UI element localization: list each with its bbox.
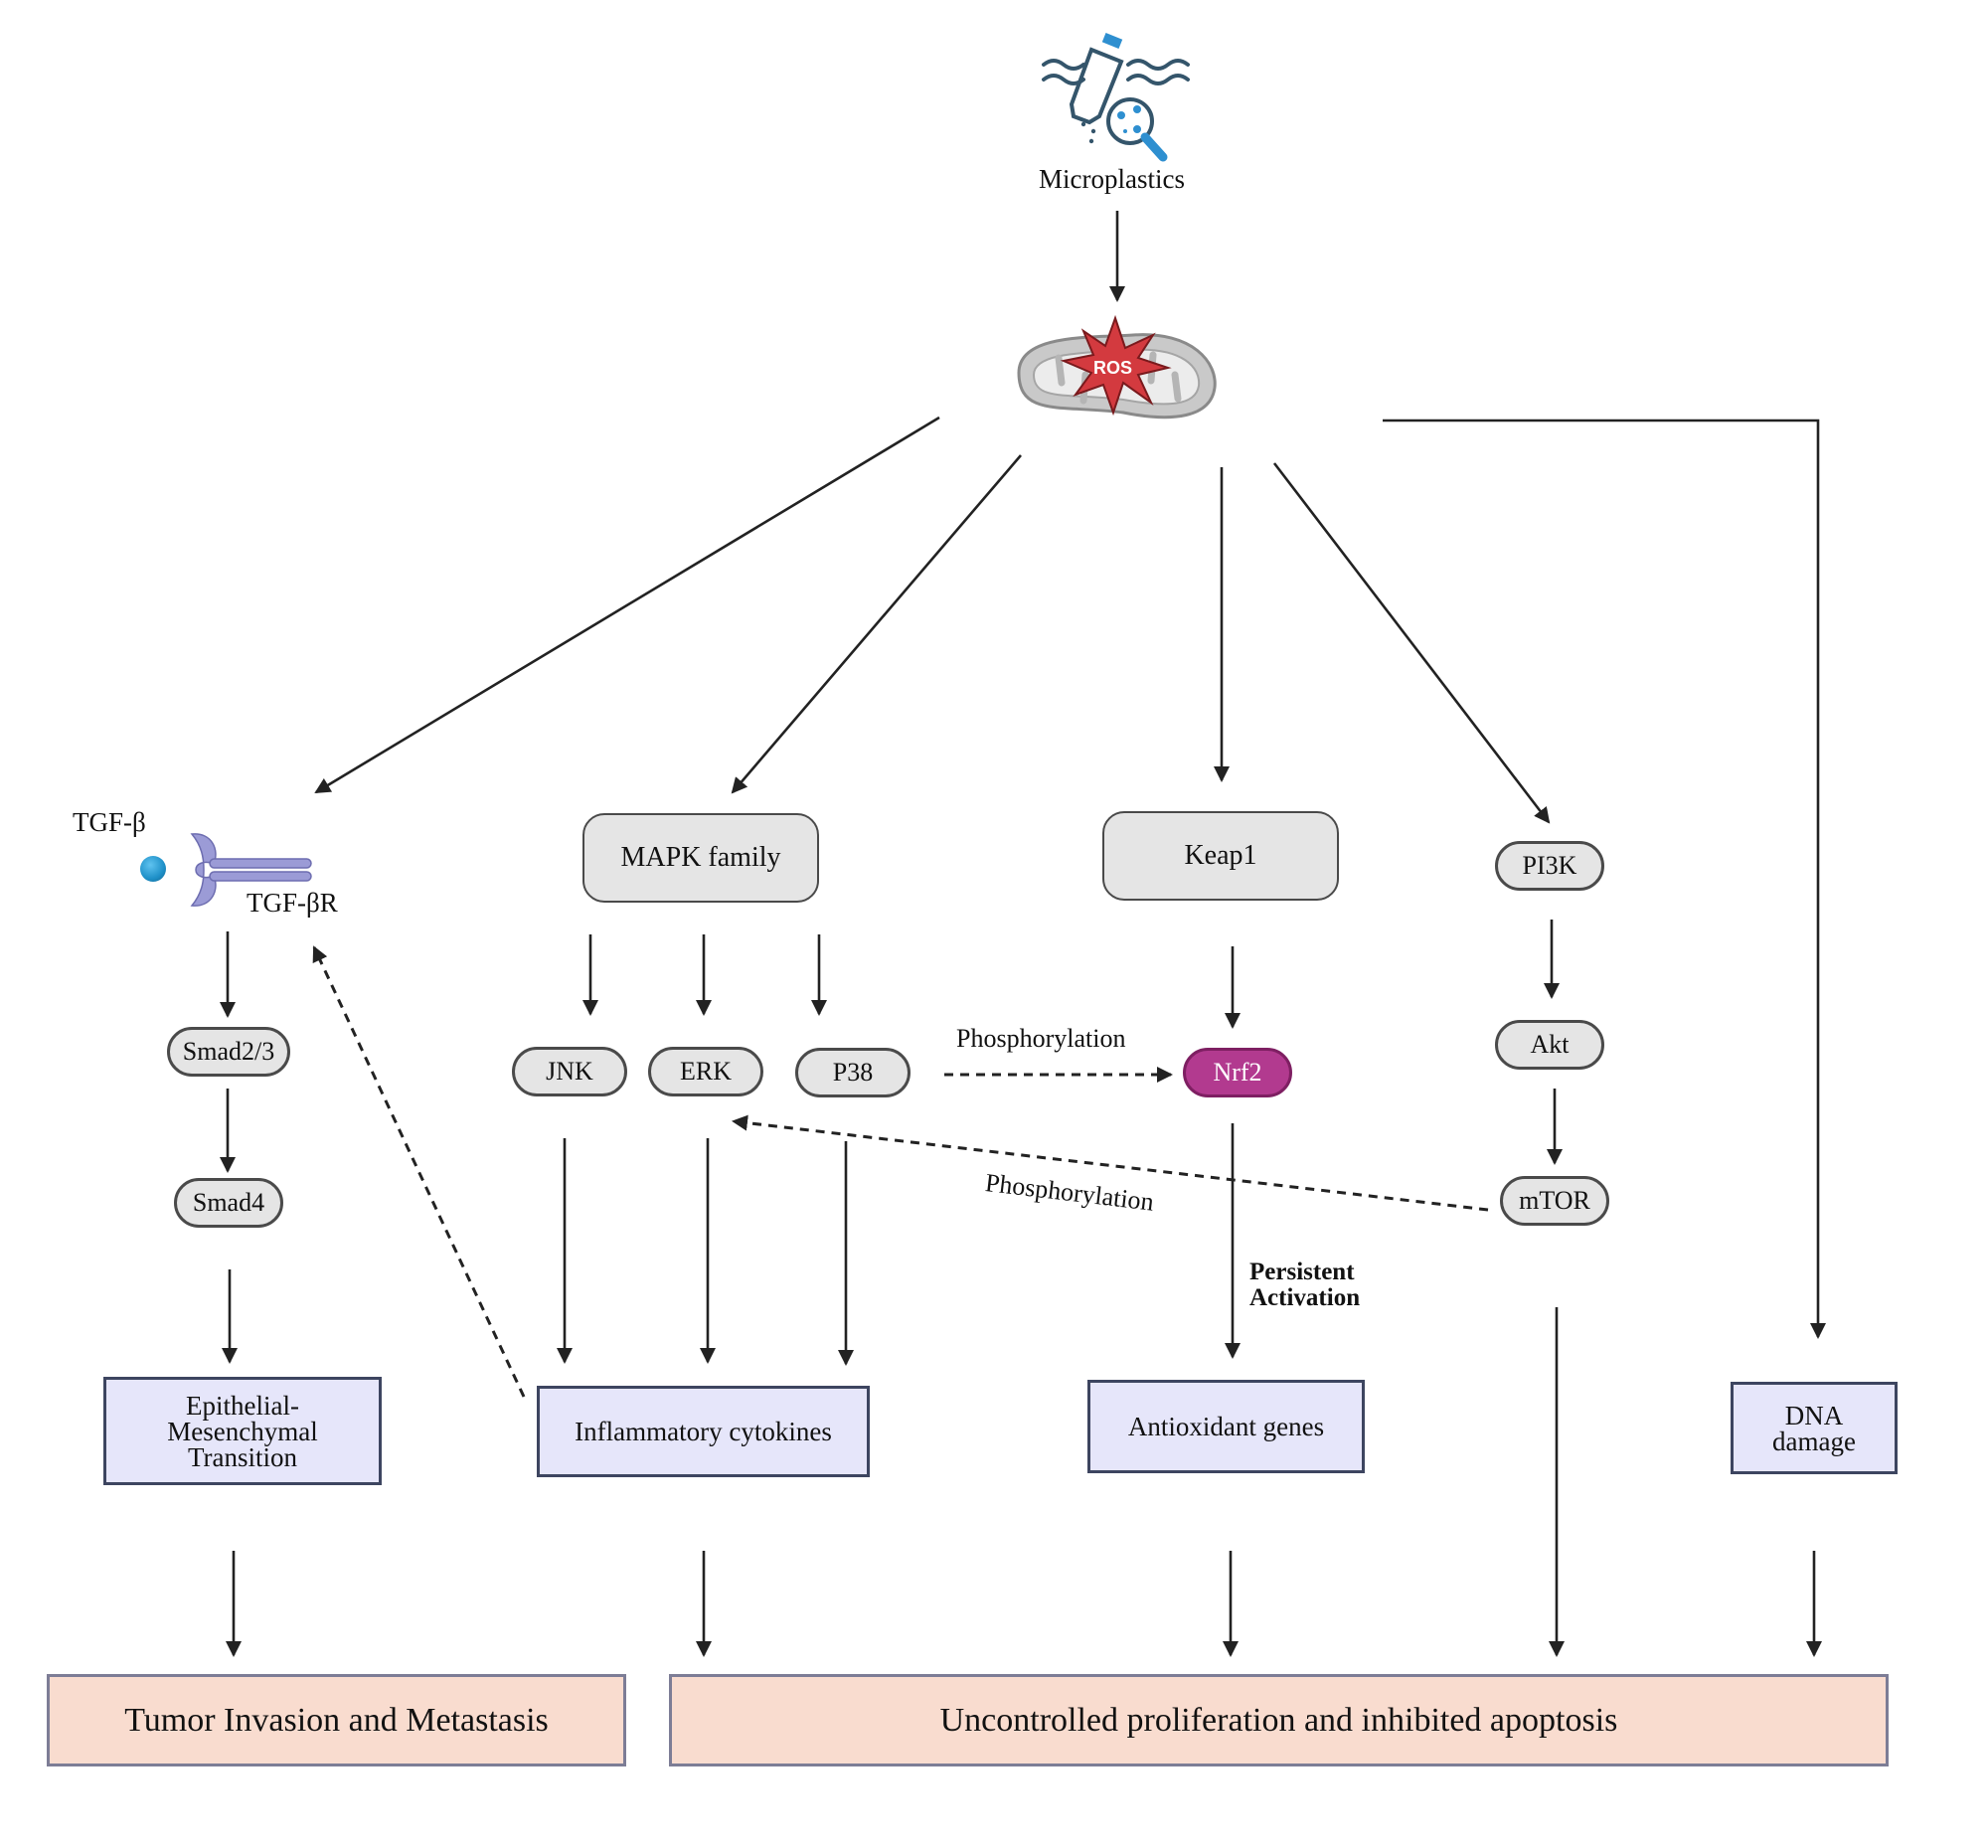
edge-ros-mapk: [731, 454, 1022, 794]
nrf2-label: Nrf2: [1213, 1058, 1262, 1087]
activation-label: Activation: [1249, 1284, 1361, 1311]
antioxidant-box: Antioxidant genes: [1087, 1380, 1365, 1473]
smad23-label: Smad2/3: [182, 1037, 275, 1066]
emt-box: Epithelial- Mesenchymal Transition: [103, 1377, 382, 1485]
emt-label-2: Mesenchymal: [167, 1416, 318, 1446]
smad4-node: Smad4: [174, 1178, 283, 1228]
cytokines-label: Inflammatory cytokines: [575, 1417, 832, 1446]
tgf-beta-receptor: [182, 830, 313, 910]
receptor-icon: [190, 833, 312, 907]
akt-node: Akt: [1495, 1020, 1604, 1070]
edge-ros-pi3k: [1272, 462, 1551, 824]
pi3k-label: PI3K: [1522, 851, 1577, 880]
smad4-label: Smad4: [192, 1188, 265, 1217]
emt-label-1: Epithelial-: [186, 1390, 299, 1421]
edge-ros-dna: [1383, 419, 1826, 1339]
pi3k-node: PI3K: [1495, 841, 1604, 891]
proliferation-label: Uncontrolled proliferation and inhibited…: [939, 1701, 1618, 1739]
antioxidant-label: Antioxidant genes: [1127, 1412, 1325, 1441]
tumor-invasion-box: Tumor Invasion and Metastasis: [47, 1674, 626, 1766]
tgf-beta-label: TGF-β: [73, 807, 146, 837]
mtor-node: mTOR: [1500, 1176, 1609, 1226]
tumor-invasion-label: Tumor Invasion and Metastasis: [124, 1701, 549, 1739]
phosphorylation-label-nrf2: Phosphorylation: [956, 1024, 1126, 1053]
ros-label: ROS: [1093, 358, 1133, 378]
mtor-label: mTOR: [1519, 1186, 1590, 1215]
jnk-node: JNK: [512, 1047, 627, 1096]
cytokines-box: Inflammatory cytokines: [537, 1386, 870, 1477]
p38-node: P38: [795, 1048, 911, 1097]
erk-label: ERK: [680, 1057, 732, 1086]
edge-cytokines-tgfr-dashed: [312, 945, 526, 1398]
erk-node: ERK: [648, 1047, 763, 1096]
nrf2-node: Nrf2: [1183, 1048, 1292, 1097]
smad23-node: Smad2/3: [167, 1027, 290, 1077]
mitochondrion-icon: [1017, 314, 1217, 420]
dna-label-1: DNA: [1784, 1400, 1844, 1430]
persistent-activation-label: Persistent Activation: [1249, 1260, 1360, 1311]
tgf-beta-receptor-label: TGF-βR: [247, 888, 338, 918]
persistent-label: Persistent: [1249, 1259, 1355, 1285]
keap1-label: Keap1: [1184, 840, 1257, 871]
akt-label: Akt: [1530, 1030, 1570, 1059]
mapk-family-label: MAPK family: [620, 842, 781, 873]
dna-label-2: damage: [1772, 1426, 1856, 1456]
microplastics-icon: [1042, 32, 1190, 162]
emt-label-3: Transition: [187, 1441, 298, 1472]
dna-damage-box: DNA damage: [1731, 1382, 1898, 1474]
p38-label: P38: [832, 1058, 874, 1087]
mapk-family-node: MAPK family: [582, 813, 819, 903]
mitochondrion-node: [1004, 313, 1228, 432]
proliferation-box: Uncontrolled proliferation and inhibited…: [669, 1674, 1889, 1766]
jnk-label: JNK: [546, 1057, 593, 1086]
keap1-node: Keap1: [1102, 811, 1339, 901]
tgf-beta-ligand: [140, 856, 166, 882]
microplastics-node: [1034, 30, 1203, 199]
microplastics-label: Microplastics: [1039, 164, 1185, 194]
edge-ros-tgf: [314, 416, 940, 794]
